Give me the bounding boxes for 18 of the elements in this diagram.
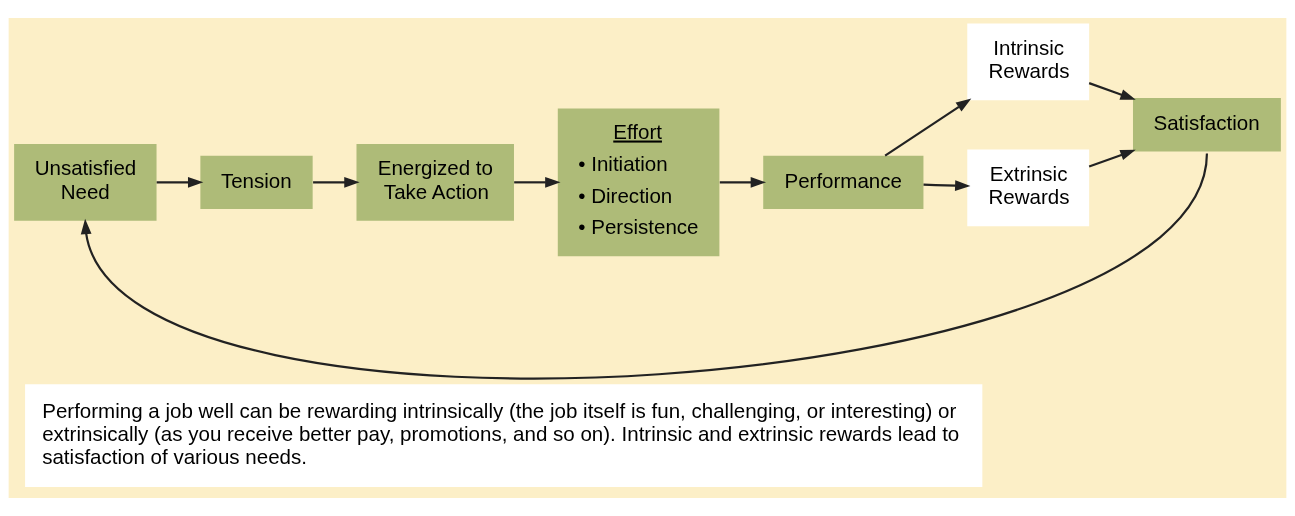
arrow xyxy=(884,98,972,157)
node-box: Extrinsic Rewards xyxy=(967,149,1090,227)
arrow xyxy=(80,153,1208,380)
node-box: Satisfaction xyxy=(1133,98,1281,152)
arrow xyxy=(156,176,204,188)
caption: Performing a job well can be rewarding intrinsically (the job itself is fun, challenging, or interesting) or extrinsically (as you receive better pay, promotions, and so on). Intrinsic and extrinsic rewards lead to satisfaction of various needs. xyxy=(42,398,960,469)
node-box: Intrinsic Rewards xyxy=(967,23,1090,101)
node-box: Energized to Take Action xyxy=(356,144,514,221)
node-box: Performance xyxy=(763,155,924,210)
arrow xyxy=(514,176,561,188)
node-box: Unsatisfied Need xyxy=(14,144,157,221)
arrow xyxy=(923,180,971,191)
arrow xyxy=(1088,82,1136,100)
arrow xyxy=(1088,149,1136,168)
node-box: Effort • Initiation • Direction • Persistence xyxy=(557,108,720,257)
arrow xyxy=(719,176,767,188)
node-box: Tension xyxy=(200,155,313,210)
arrow xyxy=(313,176,360,188)
